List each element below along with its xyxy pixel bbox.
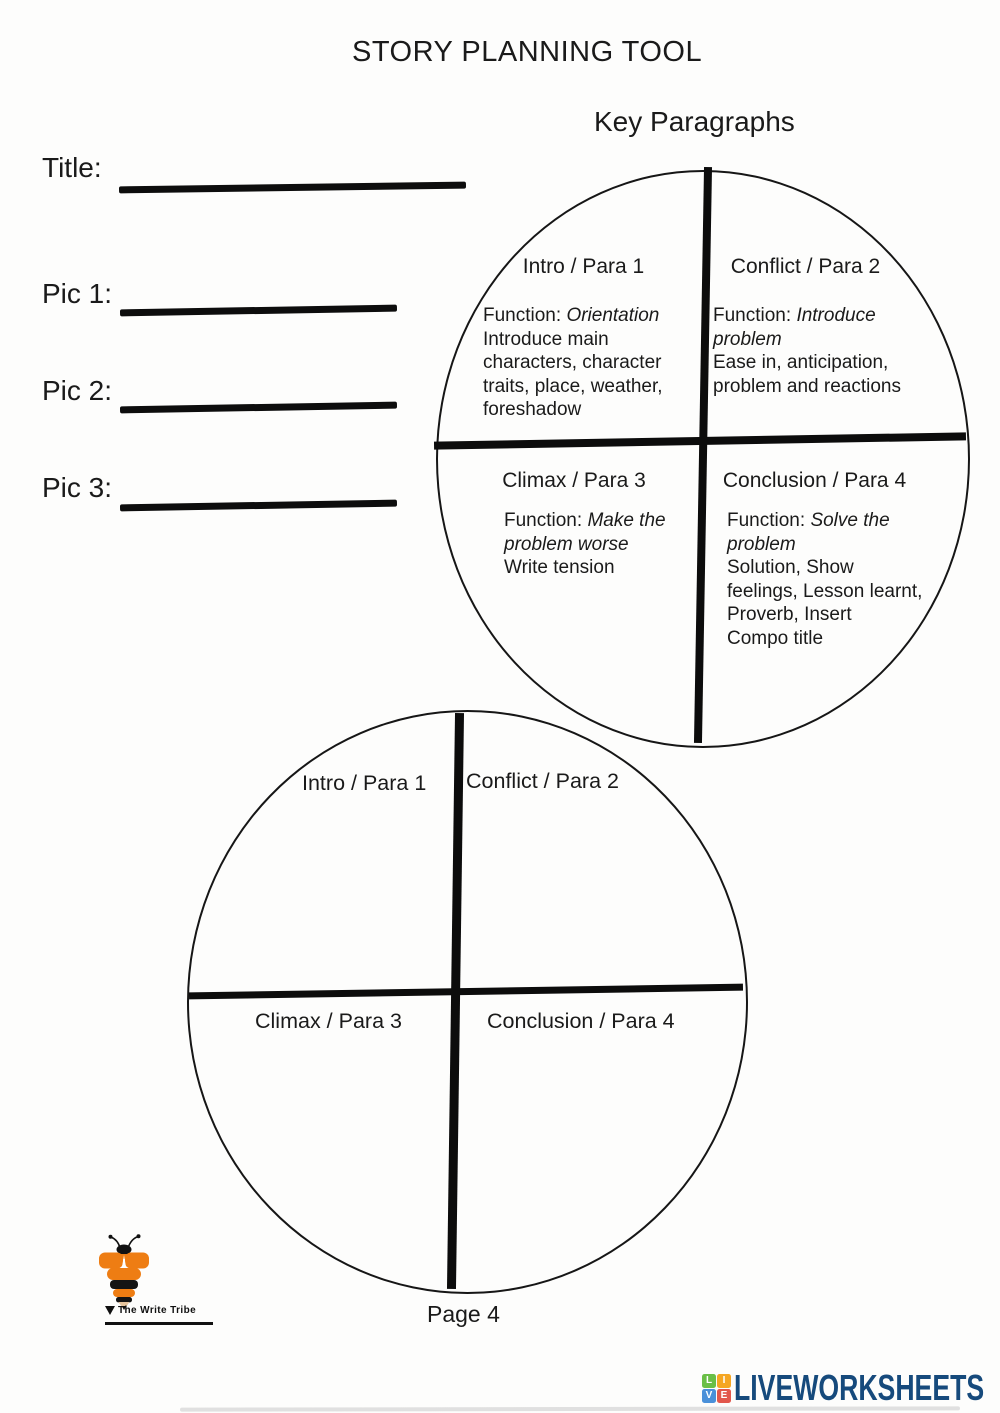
quadrant-conclusion-body: Function: Solve the problem Solution, Sh… — [712, 509, 923, 650]
quadrant-conflict-body: Function: Introduce problem Ease in, ant… — [708, 304, 903, 398]
quadrant-conclusion-function: Function: Solve the problem — [727, 510, 890, 555]
pencil-nib-icon — [105, 1306, 115, 1315]
pic1-answer-line[interactable] — [119, 304, 398, 317]
page-title: STORY PLANNING TOOL — [352, 36, 703, 68]
quadrant-intro-details: Introduce main characters, character tra… — [483, 328, 663, 421]
liveworksheets-grid-icon: L I V E — [702, 1373, 731, 1403]
page-number: Page 4 — [427, 1301, 500, 1327]
liveworksheets-logo[interactable]: L I V E LIVEWORKSHEETS — [702, 1367, 1000, 1409]
liveworksheets-wordmark: LIVEWORKSHEETS — [734, 1367, 985, 1408]
pic3-field-label: Pic 3: — [42, 472, 113, 503]
liveworksheets-grid-cell: L — [702, 1373, 716, 1388]
pic2-field-label: Pic 2: — [42, 375, 113, 406]
practice-climax-label: Climax / Para 3 — [255, 1009, 402, 1033]
bee-logo-icon — [99, 1234, 149, 1310]
practice-conclusion-label: Conclusion / Para 4 — [487, 1009, 675, 1033]
quadrant-conflict-heading: Conflict / Para 2 — [730, 255, 881, 278]
quadrant-conflict-details: Ease in, anticipation, problem and react… — [713, 352, 901, 397]
liveworksheets-grid-cell: I — [717, 1373, 731, 1388]
title-field-label: Title: — [42, 152, 102, 183]
quadrant-conflict-function: Function: Introduce problem — [713, 305, 876, 350]
practice-conflict-label: Conflict / Para 2 — [466, 769, 619, 793]
pic3-answer-line[interactable] — [119, 499, 398, 512]
quadrant-intro-body: Function: Orientation Introduce main cha… — [476, 304, 691, 422]
quadrant-conflict: Conflict / Para 2 Function: Introduce pr… — [708, 255, 903, 398]
write-tribe-label: The Write Tribe — [118, 1305, 197, 1316]
liveworksheets-grid-cell: V — [702, 1388, 716, 1403]
quadrant-intro-function: Function: Orientation — [483, 305, 660, 326]
write-tribe-underline — [105, 1322, 213, 1325]
quadrant-climax-details: Write tension — [504, 557, 615, 578]
scan-edge-artifact — [179, 1406, 961, 1412]
quadrant-conclusion-details: Solution, Show feelings, Lesson learnt, … — [727, 557, 923, 649]
quadrant-intro-heading: Intro / Para 1 — [522, 255, 645, 278]
quadrant-conclusion-heading: Conclusion / Para 4 — [722, 469, 907, 492]
quadrant-climax: Climax / Para 3 Function: Make the probl… — [468, 469, 680, 580]
practice-intro-label: Intro / Para 1 — [302, 771, 427, 795]
pic1-field-label: Pic 1: — [42, 278, 113, 309]
liveworksheets-grid-cell: E — [717, 1388, 731, 1403]
quadrant-climax-function: Function: Make the problem worse — [504, 510, 666, 555]
quadrant-intro: Intro / Para 1 Function: Orientation Int… — [476, 255, 691, 422]
quadrant-climax-heading: Climax / Para 3 — [502, 469, 646, 492]
pic2-answer-line[interactable] — [119, 401, 398, 414]
quadrant-conclusion: Conclusion / Para 4 Function: Solve the … — [712, 469, 923, 650]
practice-circle-outline — [187, 710, 748, 1294]
write-tribe-wordmark: The Write Tribe — [105, 1305, 196, 1316]
title-answer-line[interactable] — [118, 181, 467, 194]
quadrant-climax-body: Function: Make the problem worse Write t… — [468, 509, 680, 580]
key-paragraphs-heading: Key Paragraphs — [594, 106, 795, 137]
